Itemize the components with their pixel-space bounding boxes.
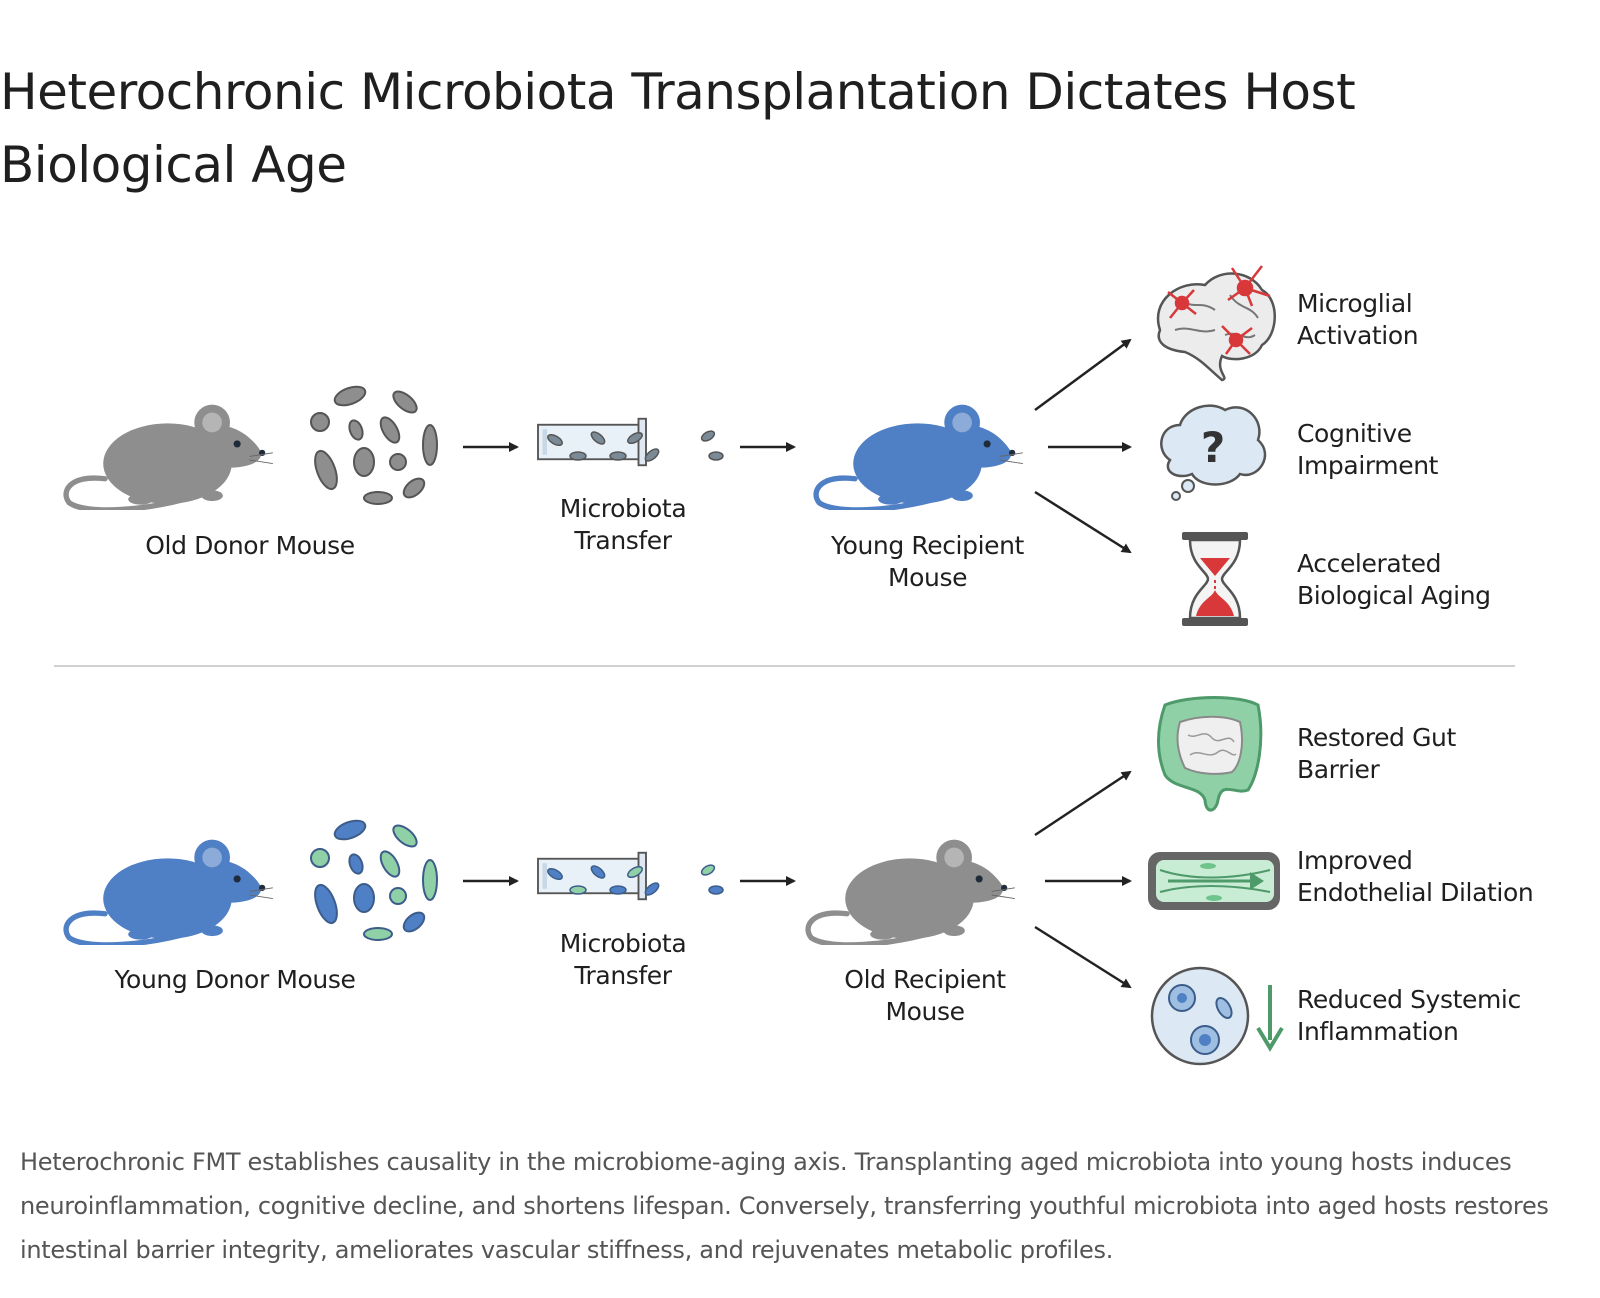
svg-text:?: ? xyxy=(1201,423,1225,472)
outcome-reduced-inflammation: Reduced Systemic Inflammation xyxy=(1297,985,1521,1046)
young-microbiota-cluster-icon xyxy=(310,819,438,941)
question-thought-icon: ? xyxy=(1160,404,1267,501)
arrow-top-down xyxy=(1034,490,1132,554)
cell-down-arrow-icon xyxy=(1150,966,1284,1066)
fmt-diagram: ? xyxy=(0,240,1600,1120)
top-transfer-label: Microbiota Transfer xyxy=(559,494,687,555)
outcome-accelerated-aging: Accelerated Biological Aging xyxy=(1297,549,1491,610)
old-donor-mouse-icon xyxy=(66,405,273,510)
outcome-improved-endothelial-dilation: Improved Endothelial Dilation xyxy=(1297,846,1534,907)
old-recipient-mouse-icon xyxy=(808,840,1015,945)
bottom-transfer-label: Microbiota Transfer xyxy=(559,929,687,990)
blood-vessel-icon xyxy=(1148,852,1280,910)
young-donor-label: Young Donor Mouse xyxy=(114,965,356,994)
tube-bacteria-top xyxy=(547,430,724,462)
outcome-cognitive-impairment: Cognitive Impairment xyxy=(1297,419,1439,480)
old-microbiota-cluster-icon xyxy=(310,385,438,505)
outcome-microglial-activation: Microglial Activation xyxy=(1297,289,1419,350)
intestine-icon xyxy=(1157,696,1263,812)
young-donor-mouse-icon xyxy=(66,840,273,945)
hourglass-icon xyxy=(1182,532,1248,626)
brain-microglia-icon xyxy=(1156,265,1276,382)
old-donor-label: Old Donor Mouse xyxy=(145,531,355,560)
arrow-top-up xyxy=(1034,338,1132,412)
young-recipient-label: Young Recipient Mouse xyxy=(831,531,1024,592)
tube-bacteria-bottom xyxy=(547,864,724,896)
figure-caption: Heterochronic FMT establishes causality … xyxy=(20,1148,1549,1264)
young-recipient-mouse-icon xyxy=(816,405,1023,510)
figure-title: Heterochronic Microbiota Transplantation… xyxy=(0,63,1356,194)
diagram-canvas: ? xyxy=(54,265,1515,1066)
outcome-restored-gut-barrier: Restored Gut Barrier xyxy=(1297,723,1456,784)
old-recipient-label: Old Recipient Mouse xyxy=(844,965,1006,1026)
arrow-bottom-down xyxy=(1034,925,1132,989)
arrow-bottom-up xyxy=(1034,770,1132,837)
